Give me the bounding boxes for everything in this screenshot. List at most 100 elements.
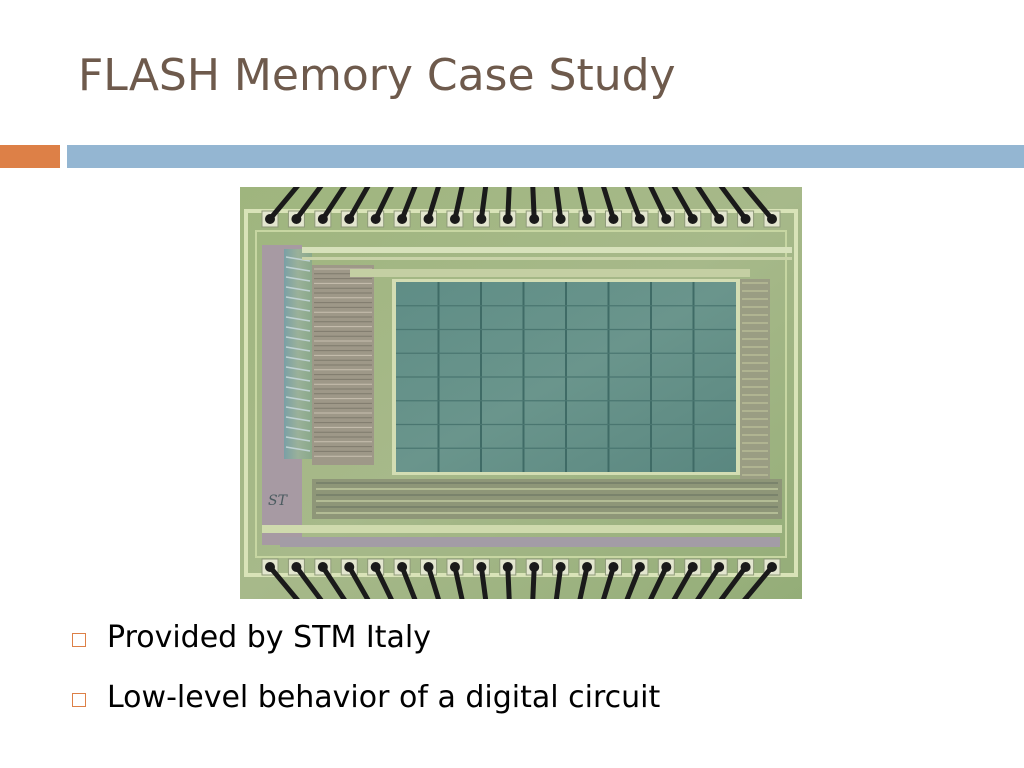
wire-ball: [502, 214, 513, 224]
bond-wire: [452, 187, 465, 222]
wire-ball: [449, 562, 460, 572]
decoder-lines: [285, 256, 372, 457]
left-trace: [285, 276, 311, 282]
wire-ball: [555, 562, 566, 572]
st-logo-mark: ST: [268, 493, 289, 509]
wire-ball: [661, 214, 672, 224]
wire-ball: [370, 214, 381, 224]
bond-wire: [320, 187, 347, 222]
wire-ball: [714, 214, 725, 224]
wire-ball: [476, 214, 487, 224]
left-trace: [285, 256, 311, 262]
bond-wire: [293, 187, 324, 222]
wire-ball: [265, 214, 275, 224]
wire-ball: [344, 214, 355, 224]
bond-wire: [346, 564, 371, 599]
wire-ball: [423, 214, 434, 224]
bond-wire: [601, 187, 616, 222]
bond-wire: [695, 187, 722, 222]
memory-array-grid: [396, 282, 736, 472]
left-trace: [285, 436, 311, 442]
bond-wire: [373, 187, 394, 222]
wire-ball: [767, 214, 777, 224]
bond-wire: [718, 564, 749, 599]
accent-bar-orange: [0, 145, 60, 168]
wire-ball: [714, 562, 725, 572]
bond-wire: [320, 564, 347, 599]
wire-ball: [397, 214, 408, 224]
wire-ball: [423, 562, 434, 572]
bond-wire: [426, 187, 441, 222]
bullet-item-2: Low-level behavior of a digital circuit: [72, 674, 660, 734]
wire-ball: [582, 214, 593, 224]
bond-wire: [695, 564, 722, 599]
wire-ball: [265, 562, 275, 572]
bond-wire: [399, 187, 418, 222]
bond-wire: [373, 564, 394, 599]
left-trace: [285, 296, 311, 302]
left-trace: [285, 286, 311, 292]
chip-die-illustration: ST: [240, 187, 802, 599]
left-trace: [285, 336, 311, 342]
pad-ring: [244, 209, 798, 577]
flash-chip-die-image: ST: [240, 187, 802, 599]
left-trace: [285, 426, 311, 432]
accent-bar-blue: [67, 145, 1024, 168]
wire-ball: [687, 214, 698, 224]
wire-ball: [370, 562, 381, 572]
left-trace: [285, 416, 311, 422]
bond-wire: [671, 564, 696, 599]
bond-wire: [346, 187, 371, 222]
wire-ball: [555, 214, 566, 224]
bond-wire: [478, 564, 489, 599]
wire-ball: [476, 562, 487, 572]
hollow-square-bullet-icon: [72, 693, 86, 707]
left-trace: [285, 386, 311, 392]
bond-wire: [553, 564, 564, 599]
wire-ball: [344, 562, 355, 572]
bond-wire: [648, 564, 669, 599]
bond-wire: [577, 187, 590, 222]
bond-wire: [601, 564, 616, 599]
bond-wire: [648, 187, 669, 222]
left-trace: [285, 376, 311, 382]
bullet-text: Low-level behavior of a digital circuit: [107, 680, 661, 715]
wire-ball: [291, 214, 302, 224]
bond-wires: [265, 187, 777, 599]
bond-wire: [426, 564, 441, 599]
wire-ball: [317, 214, 328, 224]
wire-ball: [608, 214, 619, 224]
bond-wire: [624, 187, 643, 222]
bond-wire: [624, 564, 643, 599]
bond-wire: [293, 564, 324, 599]
wire-ball: [740, 562, 751, 572]
bond-wire: [267, 564, 300, 599]
wire-ball: [317, 562, 328, 572]
left-trace: [285, 346, 311, 352]
left-trace: [285, 326, 311, 332]
bond-wire: [478, 187, 489, 222]
bond-wire: [742, 564, 775, 599]
hollow-square-bullet-icon: [72, 633, 86, 647]
left-trace: [285, 266, 311, 272]
slide-title: FLASH Memory Case Study: [78, 50, 676, 101]
bond-wire: [530, 564, 537, 599]
bullet-list: Provided by STM Italy Low-level behavior…: [72, 614, 660, 734]
bond-wire: [505, 564, 512, 599]
wire-ball: [291, 562, 302, 572]
left-trace: [285, 396, 311, 402]
wire-ball: [529, 562, 540, 572]
wire-ball: [582, 562, 593, 572]
wire-ball: [740, 214, 751, 224]
left-trace: [285, 316, 311, 322]
bond-wire: [671, 187, 696, 222]
bond-wire: [505, 187, 512, 222]
wire-ball: [661, 562, 672, 572]
wire-ball: [687, 562, 698, 572]
bond-wire: [742, 187, 775, 222]
left-trace: [285, 366, 311, 372]
wire-ball: [634, 214, 645, 224]
bond-wire: [530, 187, 537, 222]
left-trace: [285, 306, 311, 312]
bond-wire: [399, 564, 418, 599]
